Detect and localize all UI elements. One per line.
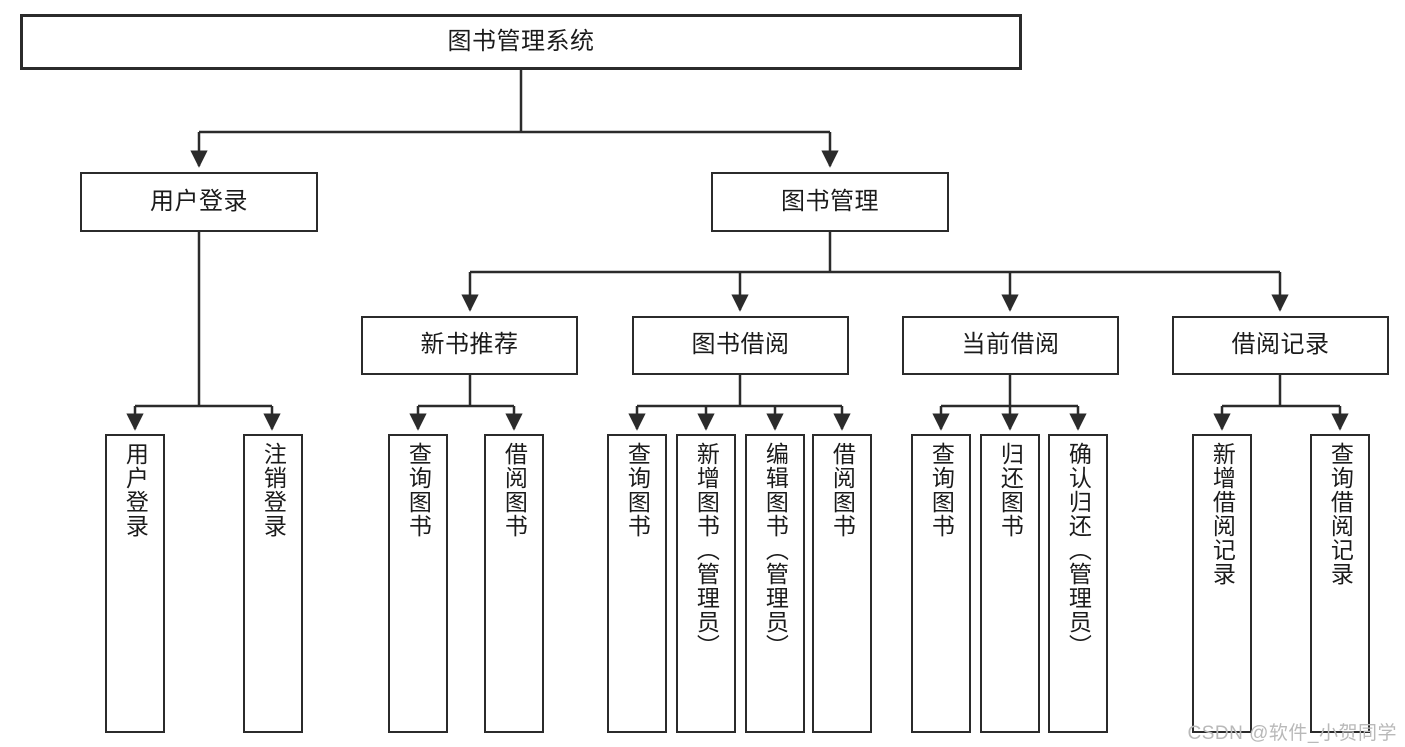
leaf-book-borrow-4[interactable]: 借阅图书 (812, 434, 872, 733)
node-book-borrow-label: 图书借阅 (691, 331, 790, 359)
leaf-current-borrow-2-label: 归还图书 (997, 442, 1024, 538)
node-new-book-label: 新书推荐 (420, 331, 519, 359)
leaf-current-borrow-1-label: 查询图书 (928, 442, 955, 538)
leaf-book-borrow-3-label: 编辑图书（管理员） (762, 442, 789, 658)
leaf-borrow-record-1[interactable]: 新增借阅记录 (1192, 434, 1252, 733)
leaf-book-borrow-1[interactable]: 查询图书 (607, 434, 667, 733)
node-borrow-record[interactable]: 借阅记录 (1172, 316, 1389, 375)
leaf-book-borrow-2-label: 新增图书（管理员） (693, 442, 720, 658)
leaf-book-borrow-4-label: 借阅图书 (829, 442, 856, 538)
node-current-borrow-label: 当前借阅 (961, 331, 1060, 359)
leaf-borrow-record-1-label: 新增借阅记录 (1209, 442, 1236, 586)
leaf-current-borrow-2[interactable]: 归还图书 (980, 434, 1040, 733)
node-book-borrow[interactable]: 图书借阅 (632, 316, 849, 375)
node-user-login[interactable]: 用户登录 (80, 172, 318, 232)
leaf-new-book-1-label: 查询图书 (405, 442, 432, 538)
node-current-borrow[interactable]: 当前借阅 (902, 316, 1119, 375)
leaf-user-login-1[interactable]: 用户登录 (105, 434, 165, 733)
node-book-manage-label: 图书管理 (781, 187, 879, 215)
leaf-new-book-1[interactable]: 查询图书 (388, 434, 448, 733)
leaf-current-borrow-3[interactable]: 确认归还（管理员） (1048, 434, 1108, 733)
leaf-user-login-1-label: 用户登录 (122, 442, 149, 538)
leaf-new-book-2-label: 借阅图书 (501, 442, 528, 538)
leaf-user-login-2[interactable]: 注销登录 (243, 434, 303, 733)
watermark: CSDN @软件_小贺同学 (1187, 723, 1397, 744)
leaf-book-borrow-3[interactable]: 编辑图书（管理员） (745, 434, 805, 733)
node-root-label: 图书管理系统 (447, 27, 595, 55)
node-root[interactable]: 图书管理系统 (20, 14, 1022, 70)
node-user-login-label: 用户登录 (150, 187, 248, 215)
leaf-new-book-2[interactable]: 借阅图书 (484, 434, 544, 733)
node-book-manage[interactable]: 图书管理 (711, 172, 949, 232)
node-new-book[interactable]: 新书推荐 (361, 316, 578, 375)
node-borrow-record-label: 借阅记录 (1231, 331, 1330, 359)
leaf-current-borrow-3-label: 确认归还（管理员） (1065, 442, 1092, 658)
leaf-book-borrow-2[interactable]: 新增图书（管理员） (676, 434, 736, 733)
leaf-borrow-record-2-label: 查询借阅记录 (1327, 442, 1354, 586)
leaf-borrow-record-2[interactable]: 查询借阅记录 (1310, 434, 1370, 733)
leaf-book-borrow-1-label: 查询图书 (624, 442, 651, 538)
leaf-current-borrow-1[interactable]: 查询图书 (911, 434, 971, 733)
leaf-user-login-2-label: 注销登录 (260, 442, 287, 538)
